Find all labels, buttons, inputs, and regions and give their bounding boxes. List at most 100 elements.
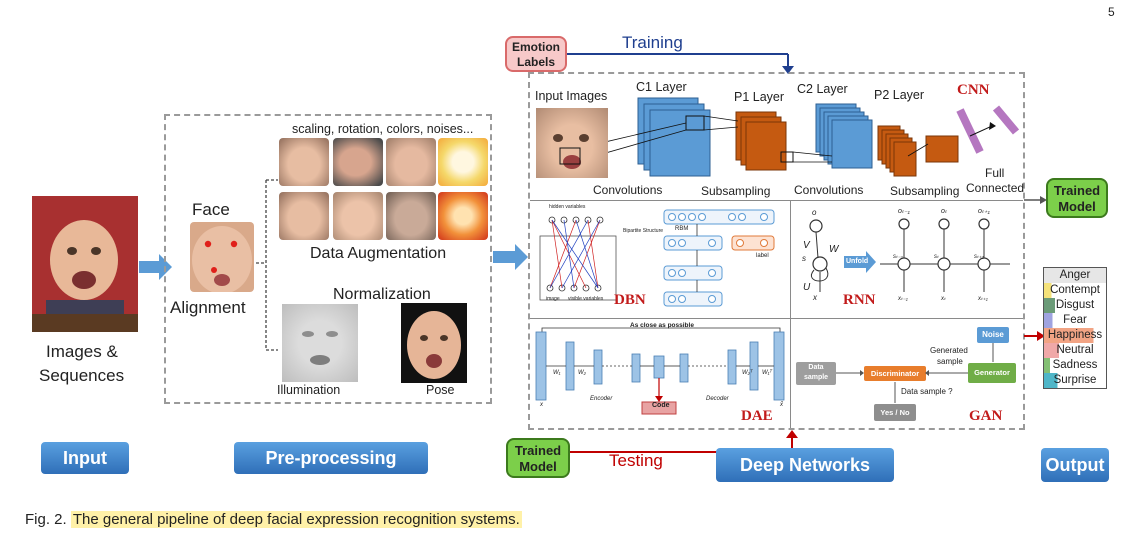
rnn-w: W: [829, 244, 839, 255]
dae-x-hat: x̂: [780, 402, 783, 408]
emotion-labels-box: Emotion Labels: [505, 36, 567, 72]
rnn-x-next: xₜ₊₁: [978, 296, 988, 302]
cnn-c2-label: C2 Layer: [797, 82, 848, 96]
dbn-label-label: label: [756, 253, 769, 259]
augmented-face-2: [333, 138, 383, 186]
cnn-subsampling-2: Subsampling: [890, 184, 960, 198]
input-label-line2: Sequences: [39, 366, 125, 385]
stage-deep-networks-label: Deep Networks: [739, 455, 871, 475]
emotion-disgust-label: Disgust: [1055, 299, 1095, 311]
gan-name: GAN: [969, 408, 1003, 424]
illumination-label: Illumination: [277, 383, 341, 397]
dae-decoder-label: Decoder: [706, 396, 729, 402]
dbn-hidden-label: hidden variables: [549, 204, 586, 210]
rnn-name: RNN: [843, 292, 876, 308]
dae-w2: W₂: [578, 370, 586, 376]
augmentation-ops-label: scaling, rotation, colors, noises...: [292, 122, 474, 136]
emotion-happiness: Happiness: [1043, 328, 1107, 343]
face-label: Face: [192, 200, 230, 219]
testing-trained-model-line1: Trained: [514, 443, 562, 458]
emotion-fear-label: Fear: [1063, 314, 1087, 326]
dae-encoder-label: Encoder: [590, 396, 613, 402]
emotion-anger-label: Anger: [1059, 269, 1091, 281]
dae-as-close-label: As close as possible: [630, 322, 694, 329]
stage-input-label: Input: [63, 448, 107, 468]
vertical-divider: [790, 201, 791, 428]
emotion-neutral: Neutral: [1043, 343, 1107, 358]
gan-generated-line1: Generated: [930, 346, 968, 355]
rnn-unfold-label: Unfold: [846, 258, 869, 265]
rnn-v: V: [803, 240, 810, 251]
emotion-anger: Anger: [1043, 268, 1107, 283]
stage-output-label: Output: [1045, 455, 1105, 475]
emotion-labels-line2: Labels: [516, 55, 555, 69]
cnn-name: CNN: [957, 82, 990, 98]
cnn-convolutions-2: Convolutions: [794, 183, 864, 197]
training-arrow: [567, 53, 794, 74]
cnn-convolutions-1: Convolutions: [593, 183, 663, 197]
dae-diagram: [535, 327, 785, 415]
dae-code-label: Code: [652, 402, 670, 409]
augmented-face-4: [438, 138, 488, 186]
alignment-label: Alignment: [170, 298, 246, 317]
caption-text: The general pipeline of deep facial expr…: [70, 511, 522, 528]
testing-trained-model-box: Trained Model: [506, 438, 570, 478]
stage-input: Input: [41, 442, 129, 474]
gan-yes-no-box: Yes / No: [874, 404, 916, 421]
rnn-o: o: [812, 208, 817, 217]
emotion-labels-line1: Emotion: [512, 40, 560, 54]
gan-discriminator-label: Discriminator: [870, 369, 920, 378]
emotion-disgust: Disgust: [1043, 298, 1107, 313]
gan-noise-label: Noise: [982, 330, 1004, 339]
emotion-contempt: Contempt: [1043, 283, 1107, 298]
input-label-line1: Images &: [46, 342, 118, 361]
gan-generator-label: Generator: [974, 368, 1010, 377]
deep-networks-panel: [528, 72, 1025, 430]
cnn-divider: [530, 200, 1023, 201]
output-trained-model-line1: Trained: [1053, 183, 1101, 198]
cnn-full-line2: Connected: [966, 181, 1025, 195]
aligned-face-image: [190, 222, 254, 292]
testing-trained-model-line2: Model: [519, 459, 557, 474]
rnn-o-prev: oₜ₋₁: [898, 208, 910, 215]
cnn-p1-label: P1 Layer: [734, 90, 785, 104]
dae-w1: W₁: [553, 370, 561, 376]
rnn-s-next: sₜ₊₁: [974, 254, 984, 260]
input-baby-photo: [32, 196, 138, 332]
dbn-rbm-label: RBM: [675, 226, 689, 232]
output-trained-model-line2: Model: [1058, 199, 1096, 214]
dae-w1t: W₁ᵀ: [762, 370, 772, 376]
rnn-x-prev: xₜ₋₁: [898, 296, 908, 302]
gan-data-sample-line2: sample: [803, 374, 829, 381]
gan-arrows: [836, 343, 994, 403]
augmented-face-1: [279, 138, 329, 186]
cnn-input-images-label: Input Images: [535, 89, 608, 103]
figure-caption: Fig. 2. The general pipeline of deep fac…: [25, 511, 522, 528]
emotion-sadness-label: Sadness: [1052, 359, 1098, 371]
cnn-p2-label: P2 Layer: [874, 88, 925, 102]
stage-preprocessing: Pre-processing: [234, 442, 428, 474]
augmented-face-6: [333, 192, 383, 240]
stage-deep-networks: Deep Networks: [716, 448, 894, 482]
rnn-s: s: [802, 254, 806, 263]
pose-face: [401, 303, 467, 383]
augmented-face-7: [386, 192, 436, 240]
rnn-o-t: oₜ: [941, 208, 947, 215]
cnn-subsampling-1: Subsampling: [701, 184, 771, 198]
data-augmentation-label: Data Augmentation: [310, 245, 447, 262]
dbn-bipartite-label: Bipartite Structure: [623, 228, 664, 234]
augmented-face-8: [438, 192, 488, 240]
emotion-surprise-label: Surprise: [1053, 374, 1097, 386]
emotion-surprise: Surprise: [1043, 373, 1107, 388]
rbm-divider: [530, 318, 1023, 319]
output-trained-model-box: Trained Model: [1046, 178, 1108, 218]
emotion-contempt-label: Contempt: [1050, 284, 1100, 296]
stage-preprocessing-label: Pre-processing: [265, 448, 397, 468]
gan-data-sample-box: Data sample: [796, 362, 836, 385]
emotion-happiness-label: Happiness: [1047, 329, 1103, 341]
gan-discriminator-box: Discriminator: [864, 366, 926, 381]
page-number: 5: [1108, 5, 1115, 19]
stage-output: Output: [1041, 448, 1109, 482]
augmented-face-3: [386, 138, 436, 186]
gan-yes-no-label: Yes / No: [880, 408, 910, 417]
